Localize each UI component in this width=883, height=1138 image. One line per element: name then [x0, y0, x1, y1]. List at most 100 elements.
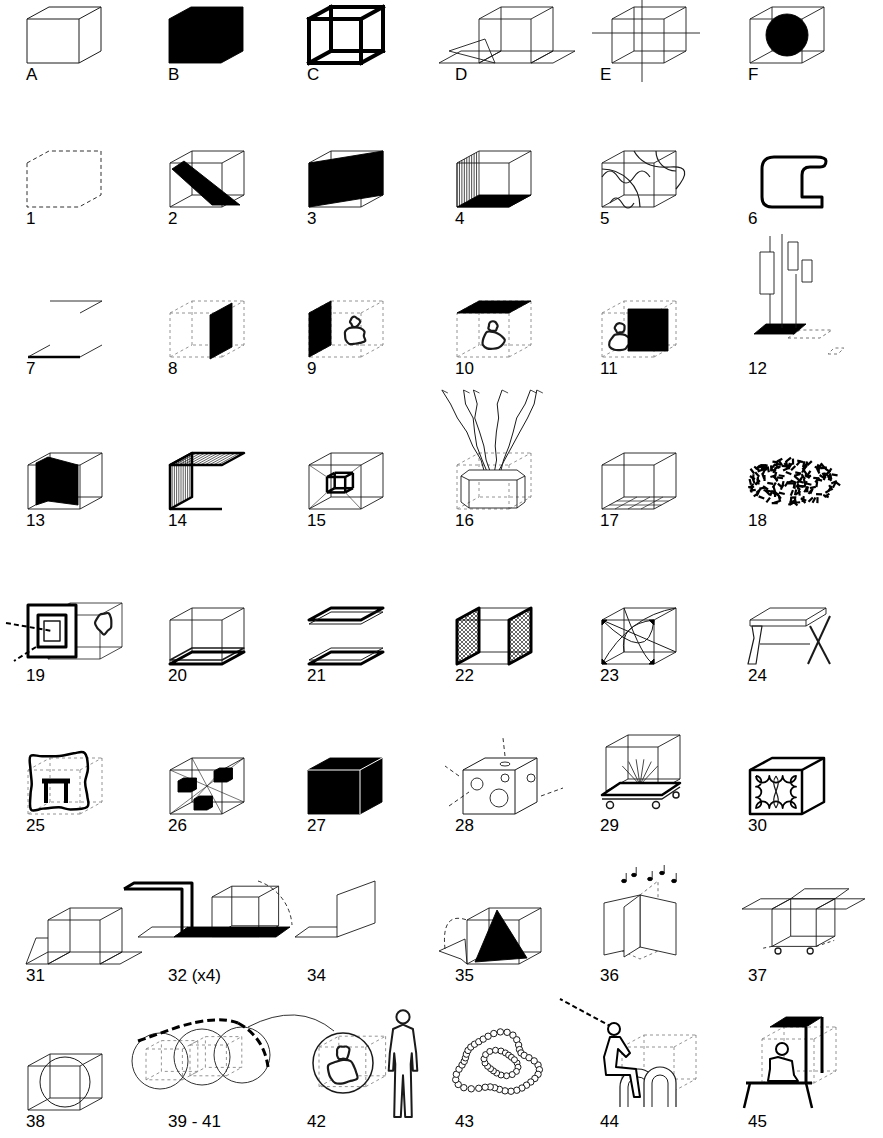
tree-branch: [464, 390, 488, 474]
cube-edge: [531, 7, 553, 19]
cube-edge: [327, 488, 335, 492]
figure-line: [14, 647, 36, 661]
cube-edge: [80, 1054, 102, 1066]
cube-edge: [479, 7, 501, 19]
cube-edge: [501, 51, 553, 52]
scatter-dash: [770, 490, 772, 495]
figure-blob: [350, 317, 360, 327]
figure-circle: [214, 1027, 270, 1083]
scatter-dash: [774, 501, 780, 503]
cube-edge: [102, 758, 103, 802]
scatter-dash: [763, 469, 765, 474]
scatter-dash: [793, 483, 796, 489]
figure-circle: [490, 789, 508, 807]
cube-edge: [226, 1067, 241, 1075]
cube-edge: [232, 925, 279, 926]
cube-edge: [602, 620, 603, 664]
scatter-dash: [791, 490, 793, 496]
cube-edge: [531, 453, 532, 497]
cube-edge: [28, 1066, 80, 1067]
cube-edge: [222, 620, 223, 664]
tree-branch: [494, 390, 502, 474]
scatter-dash: [767, 483, 773, 484]
figure-line: [602, 169, 640, 207]
cube-edge: [624, 453, 625, 497]
cube-edge: [750, 19, 751, 63]
figure-line: [541, 788, 563, 796]
figure-line: [748, 626, 762, 664]
figure-label: 44: [600, 1113, 619, 1130]
cube-edge: [170, 151, 192, 163]
cube-edge: [50, 1098, 102, 1099]
figure-label: 39 - 41: [168, 1113, 221, 1130]
figure-label: 38: [26, 1113, 45, 1130]
figure-label: 28: [455, 817, 474, 834]
figure-line: [750, 620, 806, 626]
cube-edge: [457, 509, 509, 510]
cube-edge: [501, 7, 502, 51]
cube-edge: [361, 7, 383, 19]
figure-line: [176, 461, 177, 505]
scatter-dash: [773, 491, 778, 495]
figure-blob: [345, 327, 366, 344]
figure-circle: [174, 1029, 230, 1085]
cube-edge: [602, 151, 624, 163]
scatter-dash: [764, 490, 770, 492]
figure-line: [641, 497, 663, 509]
cube-edge: [802, 51, 824, 63]
cube-edge: [602, 207, 654, 208]
cube-edge: [170, 313, 171, 357]
pot: [461, 470, 525, 480]
cube-edge: [824, 7, 825, 51]
cube-edge: [70, 603, 122, 604]
cube-edge: [80, 1066, 81, 1110]
scatter-dash: [802, 496, 803, 502]
cube-edge: [509, 345, 531, 357]
cube-edge: [361, 497, 383, 509]
figure-line: [337, 881, 375, 937]
cube-edge: [161, 1041, 162, 1072]
cube-edge: [232, 886, 279, 887]
cube-edge: [457, 345, 479, 357]
figure-line: [174, 463, 175, 507]
figure-line: [50, 301, 102, 302]
cube-edge: [170, 195, 192, 207]
cube-edge: [816, 909, 817, 946]
figure-line: [28, 356, 80, 359]
cube-edge: [479, 19, 531, 20]
figure-label: 2: [168, 210, 177, 227]
figure-label: 7: [26, 360, 35, 377]
cube-edge: [750, 7, 772, 19]
figure-line: [602, 620, 654, 643]
cube-edge: [190, 1037, 205, 1045]
cube-edge: [501, 7, 553, 8]
scatter-dash: [823, 473, 825, 479]
figure-label: 4: [455, 210, 464, 227]
person-head: [608, 1023, 620, 1035]
cube-edge: [834, 899, 835, 936]
black-plane: [770, 1017, 822, 1027]
black-plane: [309, 301, 331, 357]
scatter-dash: [763, 486, 768, 489]
figure-line: [207, 758, 244, 786]
cube-edge: [28, 814, 80, 815]
cube-edge: [170, 163, 222, 164]
cube-edge: [309, 207, 361, 208]
cube-edge: [226, 1037, 241, 1045]
music-note: [632, 873, 637, 876]
cube-edge: [241, 1037, 242, 1068]
figure-circle: [482, 1084, 488, 1090]
cube-edge: [50, 1054, 102, 1055]
cube-edge: [28, 770, 29, 814]
figure-line: [6, 623, 52, 631]
cube-edge: [50, 758, 102, 759]
figure-line: [471, 155, 472, 199]
black-plane: [174, 927, 290, 937]
cube-edge: [612, 51, 634, 63]
figure-line: [802, 260, 812, 282]
cube-edge: [762, 1039, 763, 1083]
scatter-dash: [748, 486, 754, 489]
figure-circle: [511, 1057, 517, 1063]
scatter-dash: [813, 497, 816, 502]
